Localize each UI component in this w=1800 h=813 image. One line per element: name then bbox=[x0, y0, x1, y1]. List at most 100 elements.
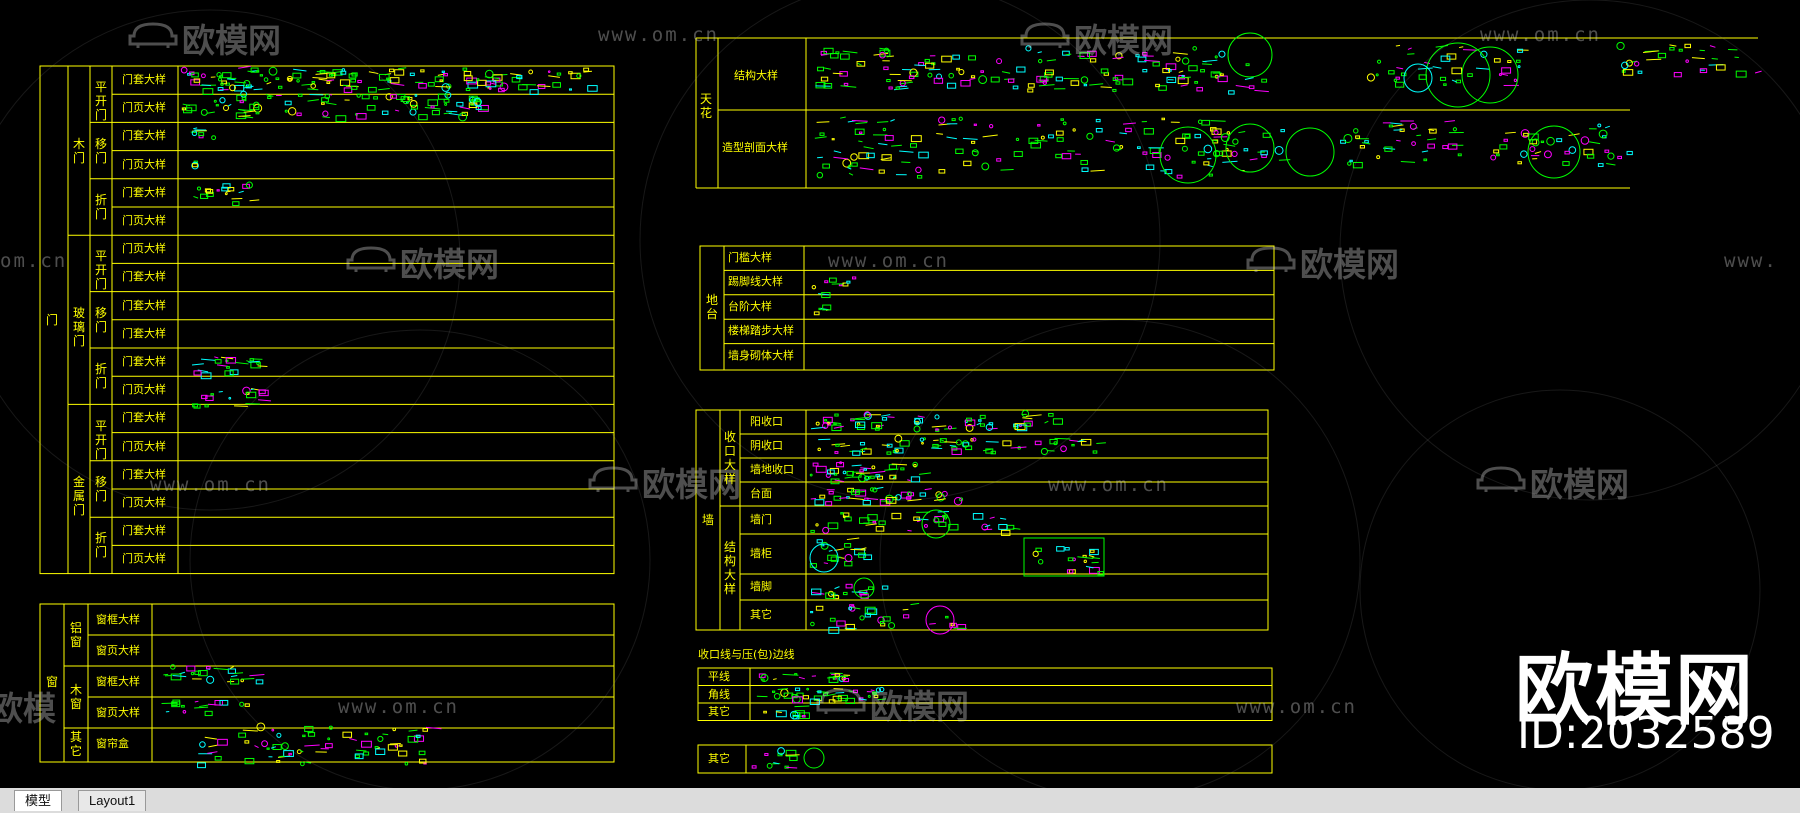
watermark-brand: 欧模 bbox=[0, 689, 56, 728]
ceiling-details bbox=[815, 45, 1269, 95]
tab-layout1[interactable]: Layout1 bbox=[78, 790, 147, 811]
wall-details bbox=[1032, 546, 1104, 576]
watermark-brand: 欧模网 bbox=[1300, 245, 1399, 284]
watermark-url: www.om.cn bbox=[1236, 696, 1357, 718]
watermark-arc bbox=[639, 0, 1161, 501]
door-subgroup-label: 平开门 bbox=[94, 80, 107, 123]
door-row-label: 门页大样 bbox=[122, 439, 166, 453]
door-row-label: 门套大样 bbox=[122, 298, 166, 312]
door-row-label: 门页大样 bbox=[122, 496, 166, 509]
windows-category-label: 窗 bbox=[45, 674, 58, 689]
watermark-brand: 欧模网 bbox=[1530, 465, 1629, 504]
sofa-logo-icon bbox=[128, 22, 178, 48]
edge-details bbox=[756, 686, 887, 706]
ceiling-details bbox=[814, 116, 1291, 179]
watermark-arc bbox=[1339, 0, 1800, 501]
wall-detail-circle bbox=[925, 605, 955, 635]
door-row-label: 门页大样 bbox=[122, 101, 166, 115]
edge-details bbox=[758, 672, 851, 683]
wall-row-label: 阳收口 bbox=[750, 415, 783, 428]
window-details bbox=[197, 722, 442, 769]
door-subgroup-label: 移门 bbox=[94, 305, 107, 334]
window-group-label: 木窗 bbox=[69, 683, 82, 711]
watermark-url: www.om.cn bbox=[1480, 24, 1601, 46]
door-details bbox=[191, 356, 268, 380]
door-row-label: 门套大样 bbox=[122, 185, 166, 199]
watermark-url: www.om.cn bbox=[828, 250, 949, 272]
door-row-label: 门套大样 bbox=[122, 355, 166, 368]
floor-row-label: 踢脚线大样 bbox=[728, 275, 783, 289]
door-row-label: 门页大样 bbox=[122, 214, 166, 227]
door-row-label: 门页大样 bbox=[122, 242, 166, 256]
sofa-logo-icon bbox=[588, 466, 638, 492]
floor-row-label: 墙身砌体大样 bbox=[728, 348, 794, 362]
door-group-label: 玻璃门 bbox=[72, 305, 85, 348]
wall-row-label: 墙地收口 bbox=[750, 463, 794, 476]
ceiling-detail-circle bbox=[1225, 123, 1275, 173]
ceiling-detail-circle bbox=[1461, 46, 1519, 104]
ceiling-row-label: 结构大样 bbox=[734, 69, 778, 82]
windows-table-frame bbox=[39, 603, 615, 763]
wall-details bbox=[1013, 409, 1063, 432]
wall-details bbox=[810, 602, 967, 634]
watermark-url: www.om.cn bbox=[150, 474, 271, 496]
wall-details bbox=[811, 583, 889, 600]
window-row-label: 窗页大样 bbox=[96, 644, 140, 657]
brand-logo-text: 欧模网 bbox=[1515, 646, 1756, 736]
window-details bbox=[163, 664, 265, 685]
wall-row-label: 墙柜 bbox=[750, 547, 772, 560]
door-row-label: 门套大样 bbox=[122, 129, 166, 143]
wall-row-label: 墙脚 bbox=[750, 580, 772, 593]
wall-row-label: 台面 bbox=[750, 487, 772, 500]
ceiling-detail-circle bbox=[1425, 42, 1491, 108]
watermark-url: www. bbox=[1724, 250, 1778, 272]
wall-group-label: 收口大样 bbox=[723, 430, 736, 486]
watermark-arc bbox=[0, 9, 461, 511]
ceiling-detail-circle bbox=[1527, 125, 1581, 179]
wall-details bbox=[809, 537, 873, 568]
edge-row-label: 其它 bbox=[708, 705, 730, 718]
watermark-brand: 欧模网 bbox=[642, 465, 741, 504]
edge-details bbox=[763, 705, 810, 720]
door-details bbox=[192, 386, 271, 409]
door-subgroup-label: 平开门 bbox=[94, 418, 107, 461]
doors-category-label: 门 bbox=[45, 312, 58, 327]
sofa-logo-icon bbox=[1246, 246, 1296, 272]
model-id-text: ID:2032589 bbox=[1517, 708, 1775, 759]
floor-category-label: 地台 bbox=[705, 293, 718, 321]
door-details bbox=[181, 90, 489, 123]
door-row-label: 门套大样 bbox=[122, 524, 166, 538]
watermark-url: www.om.cn bbox=[1048, 474, 1169, 496]
door-row-label: 门套大样 bbox=[122, 411, 166, 425]
wall-row-label: 其它 bbox=[750, 608, 772, 621]
edge-row-label: 平线 bbox=[708, 670, 730, 683]
floor-row-label: 楼梯踏步大样 bbox=[728, 324, 794, 338]
wall-category-label: 墙 bbox=[701, 513, 714, 527]
wall-detail-circle bbox=[809, 543, 839, 573]
other-row-label: 其它 bbox=[708, 752, 730, 765]
wall-details bbox=[809, 461, 931, 485]
tab-model[interactable]: 模型 bbox=[14, 790, 63, 811]
wall-details bbox=[810, 510, 1021, 536]
door-row-label: 门套大样 bbox=[122, 326, 166, 340]
sofa-logo-icon bbox=[1476, 466, 1526, 492]
watermark-brand: 欧模网 bbox=[400, 245, 499, 284]
window-row-label: 窗页大样 bbox=[96, 706, 140, 719]
ceiling-detail-circle bbox=[1227, 32, 1273, 78]
door-subgroup-label: 折门 bbox=[94, 531, 107, 560]
floor-row-label: 台阶大样 bbox=[728, 299, 772, 313]
window-group-label: 其它 bbox=[69, 729, 82, 758]
ceiling-row-label: 造型剖面大样 bbox=[722, 141, 788, 154]
sofa-logo-icon bbox=[816, 688, 866, 714]
wall-table-frame bbox=[695, 409, 1269, 631]
ceiling-details bbox=[1340, 120, 1464, 169]
door-group-label: 木门 bbox=[72, 136, 85, 165]
door-row-label: 门页大样 bbox=[122, 552, 166, 566]
ceiling-details bbox=[1616, 41, 1762, 78]
ceiling-detail-circle bbox=[1285, 127, 1335, 177]
door-row-label: 门套大样 bbox=[122, 270, 166, 284]
watermark-arc bbox=[879, 319, 1361, 788]
other-details bbox=[751, 747, 800, 769]
edge-table-title: 收口线与压(包)边线 bbox=[698, 648, 795, 661]
